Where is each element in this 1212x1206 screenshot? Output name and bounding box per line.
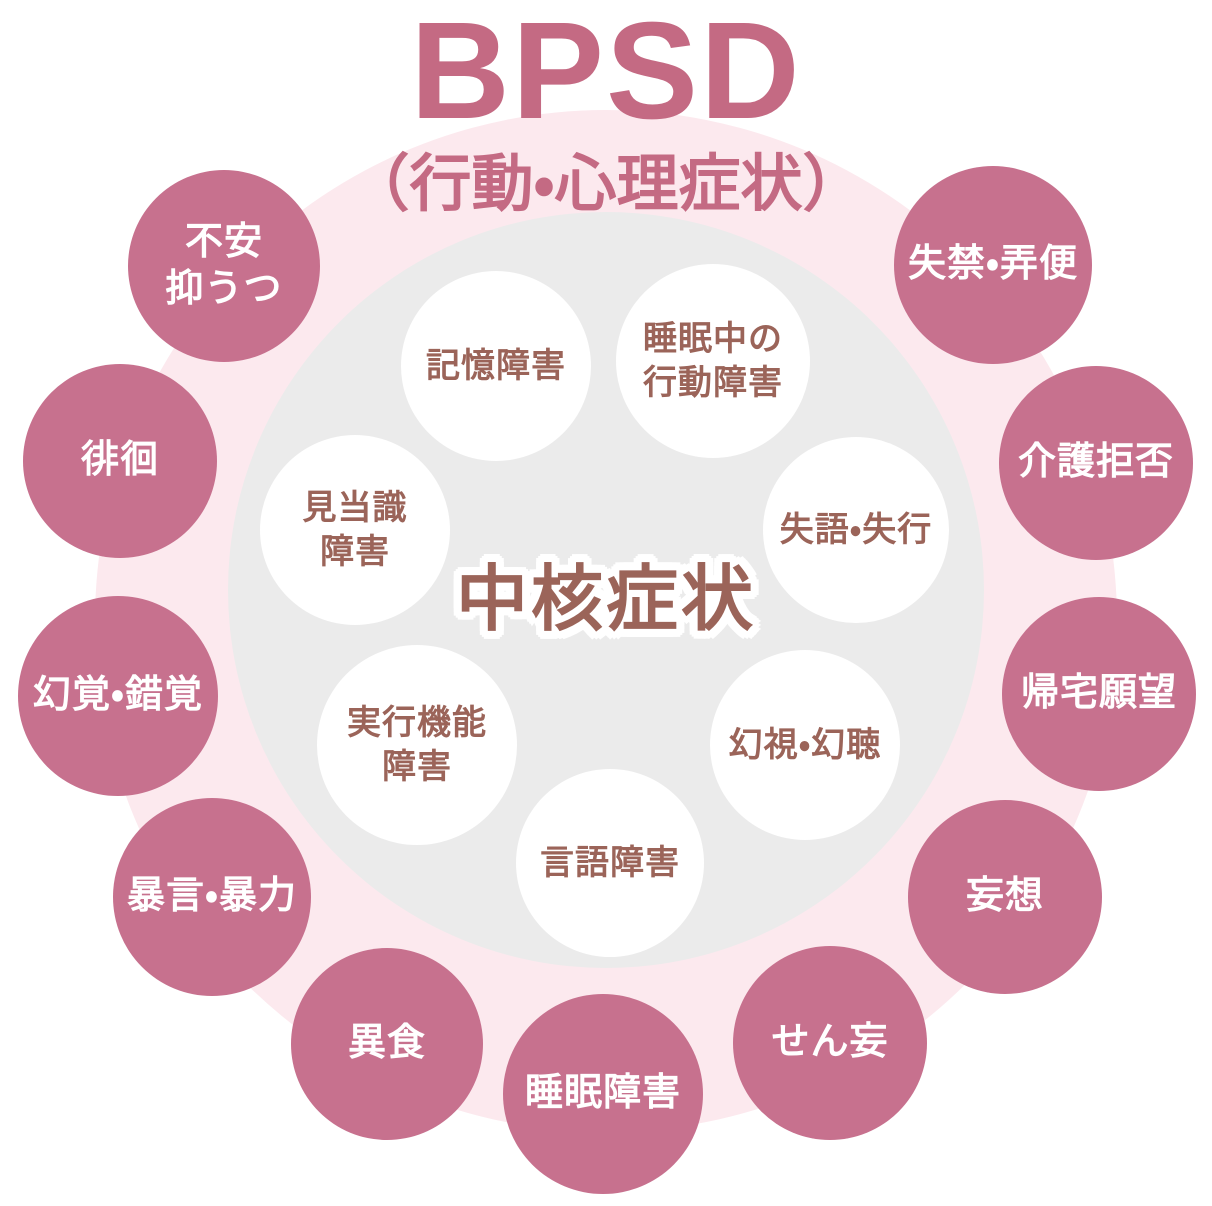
core-symptom-sleep-behavior-disorder: 睡眠中の 行動障害 (616, 264, 810, 458)
bpsd-symptom-label: 帰宅願望 (1020, 672, 1177, 715)
bpsd-symptom-anxiety-depression: 不安 抑うつ (128, 170, 320, 362)
bpsd-symptom-label: 妄想 (965, 875, 1044, 918)
core-symptom-label: 失語・失行 (779, 510, 933, 549)
core-symptom-label: 見当識 障害 (302, 488, 408, 571)
bpsd-symptom-verbal-physical-aggression: 暴言・暴力 (113, 798, 311, 996)
bpsd-symptom-label: 介護拒否 (1017, 441, 1174, 484)
bpsd-symptom-label: 幻覚・錯覚 (33, 674, 203, 717)
bpsd-symptom-label: 失禁・弄便 (908, 243, 1078, 286)
core-symptom-executive-dysfunction: 実行機能 障害 (317, 645, 517, 845)
bpsd-symptom-label: 睡眠障害 (524, 1072, 681, 1115)
core-symptom-disorientation: 見当識 障害 (260, 435, 450, 625)
bpsd-symptom-hallucination-illusion: 幻覚・錯覚 (18, 596, 218, 796)
bpsd-symptom-label: 不安 抑うつ (165, 220, 283, 311)
core-symptom-memory-impairment: 記憶障害 (401, 271, 591, 461)
core-symptom-language-disorder: 言語障害 (516, 769, 704, 957)
diagram-title: BPSD (410, 0, 802, 148)
core-symptom-label: 幻視・幻聴 (728, 725, 882, 764)
core-symptoms-title: 中核症状 (455, 560, 756, 640)
bpsd-symptom-sleep-disorder: 睡眠障害 (503, 994, 703, 1194)
diagram-subtitle: （行動・心理症状） (347, 150, 865, 219)
bpsd-symptom-pica: 異食 (291, 948, 483, 1140)
core-symptom-label: 記憶障害 (426, 346, 566, 385)
bpsd-symptom-wandering: 徘徊 (23, 364, 217, 558)
bpsd-symptom-label: せん妄 (771, 1021, 889, 1064)
core-symptom-label: 言語障害 (540, 843, 680, 882)
core-symptom-label: 睡眠中の 行動障害 (643, 319, 783, 402)
bpsd-symptom-delusion: 妄想 (908, 800, 1102, 994)
bpsd-symptom-desire-to-go-home: 帰宅願望 (1002, 597, 1196, 791)
core-symptom-aphasia-apraxia: 失語・失行 (763, 437, 949, 623)
bpsd-symptom-label: 暴言・暴力 (127, 875, 297, 918)
bpsd-symptom-delirium: せん妄 (733, 946, 927, 1140)
bpsd-symptom-incontinence: 失禁・弄便 (894, 166, 1092, 364)
core-symptom-label: 実行機能 障害 (347, 703, 487, 786)
bpsd-symptom-label: 異食 (347, 1022, 426, 1065)
bpsd-symptom-care-refusal: 介護拒否 (999, 366, 1193, 560)
bpsd-symptom-label: 徘徊 (80, 439, 159, 482)
core-symptom-visual-auditory-hallucination: 幻視・幻聴 (710, 650, 900, 840)
